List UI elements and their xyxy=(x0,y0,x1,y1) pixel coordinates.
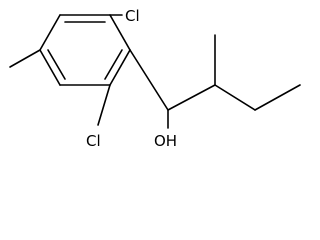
bond-carbinol-to-ch xyxy=(167,84,216,111)
bond-methyl xyxy=(9,49,41,68)
bond-ring-to-carbinol xyxy=(129,49,169,111)
structural-formula: Cl Cl OH xyxy=(9,7,301,150)
atom-label-oh: OH xyxy=(154,132,177,150)
ring-bond-top-left xyxy=(39,14,61,51)
ring-bond-top-right xyxy=(109,14,131,51)
ring-bond-bottom-right xyxy=(109,49,131,86)
ring-bond-bottom-left xyxy=(39,49,61,86)
bond-ch2-to-ch3 xyxy=(254,84,301,111)
atom-label-cl-bottom: Cl xyxy=(86,132,101,150)
ring-double-bond-right xyxy=(104,49,123,80)
atom-label-cl-top: Cl xyxy=(125,7,140,25)
benzene-ring xyxy=(39,14,131,86)
bond-ch-to-ch2 xyxy=(214,84,256,111)
ring-double-bond-left xyxy=(47,49,66,80)
bond-to-cl-bottom xyxy=(97,84,111,126)
